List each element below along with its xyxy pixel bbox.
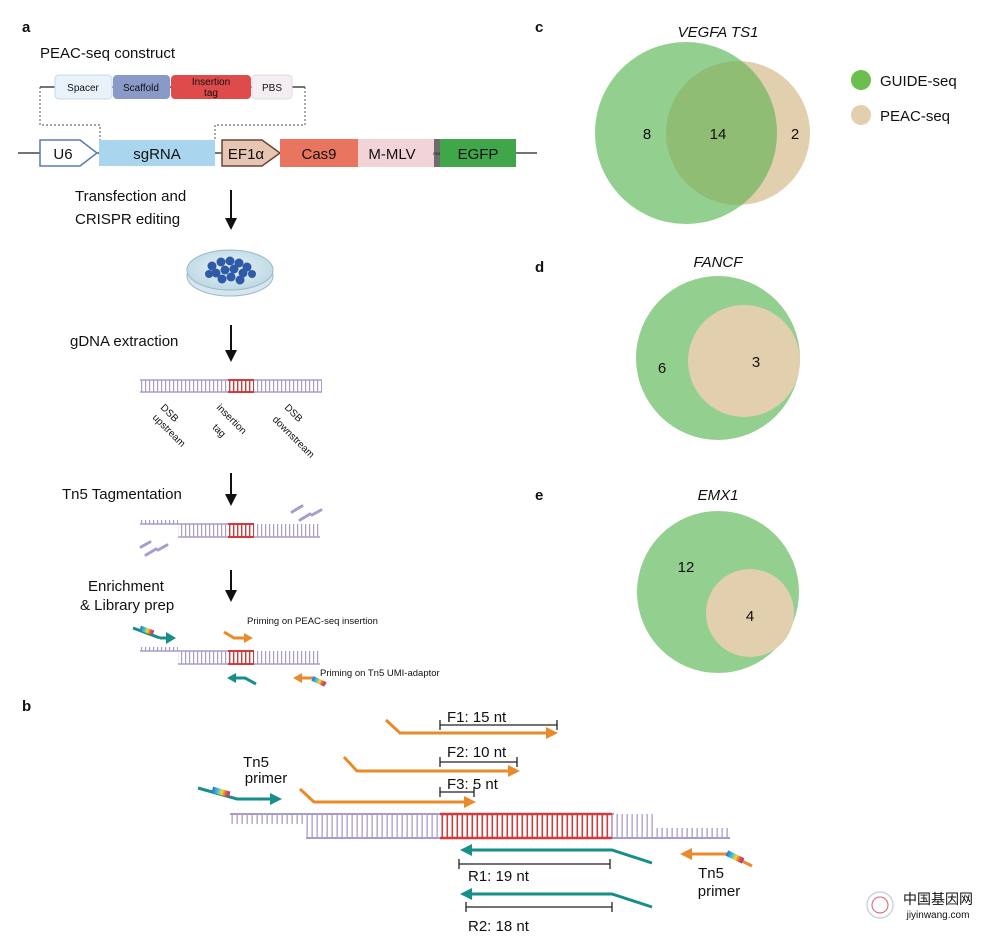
- step-enrich-1: Enrichment: [88, 578, 165, 595]
- u6-label: U6: [53, 146, 72, 163]
- watermark: 中国基因网 jiyinwang.com: [866, 891, 973, 921]
- insertion-label-2: tag: [204, 88, 218, 99]
- r1-label: R1: 19 nt: [468, 868, 530, 885]
- mmlv-label: M-MLV: [368, 146, 415, 163]
- panel-label-b: b: [22, 698, 31, 715]
- dna-region-labels: DSB upstream insertion tag DSB downstrea…: [150, 402, 316, 460]
- step-gdna: gDNA extraction: [70, 333, 178, 350]
- venn-vegfa-guide-only: 8: [643, 126, 651, 143]
- egfp-block: [440, 139, 516, 167]
- dsb-down-2: downstream: [270, 414, 316, 460]
- tagmented-dna: [139, 504, 323, 557]
- tn5-left-1: Tn5: [243, 754, 269, 771]
- venn-vegfa-overlap: 14: [710, 126, 727, 143]
- mmlv-block: [358, 139, 434, 167]
- legend: GUIDE-seq PEAC-seq: [851, 70, 957, 125]
- tn5-right-2: primer: [698, 883, 741, 900]
- step-tn5: Tn5 Tagmentation: [62, 486, 182, 503]
- legend-label-guide: GUIDE-seq: [880, 73, 957, 90]
- watermark-logo-icon: [866, 891, 894, 919]
- f1-label: F1: 15 nt: [447, 709, 507, 726]
- venn-emx1-guide-only: 12: [678, 559, 695, 576]
- u6-promoter-arrow: [39, 139, 99, 167]
- venn-fancf: FANCF 6 3: [636, 254, 800, 440]
- pbs-label: PBS: [262, 83, 282, 94]
- r2-label: R2: 18 nt: [468, 918, 530, 935]
- down-arrow-icon: [225, 570, 237, 602]
- sgrna-label: sgRNA: [133, 146, 181, 163]
- legend-label-peac: PEAC-seq: [880, 108, 950, 125]
- down-arrow-icon: [225, 473, 237, 506]
- panel-label-e: e: [535, 487, 543, 504]
- egfp-label: EGFP: [458, 146, 499, 163]
- panel-label-d: d: [535, 259, 544, 276]
- venn-title-vegfa: VEGFA TS1: [678, 24, 759, 41]
- legend-swatch-peac: [851, 105, 871, 125]
- p2a-linker: [434, 139, 440, 167]
- down-arrow-icon: [225, 325, 237, 362]
- ef1a-promoter-arrow: [221, 139, 282, 167]
- spacer-label: Spacer: [67, 83, 99, 94]
- spacer-block: [54, 74, 113, 100]
- p2a-label: P2A: [433, 151, 441, 156]
- insertion-label-1: Insertion: [192, 77, 230, 88]
- venn-fancf-guide-only: 6: [658, 360, 666, 377]
- priming-peac-label: Priming on PEAC-seq insertion: [247, 616, 378, 627]
- watermark-brand: 中国基因网: [903, 891, 973, 907]
- panel-label-a: a: [22, 19, 31, 36]
- panel-label-c: c: [535, 19, 543, 36]
- sgrna-block: [99, 140, 215, 166]
- ef1a-label: EF1α: [228, 146, 265, 163]
- venn-title-emx1: EMX1: [698, 487, 739, 504]
- step-transfection-1: Transfection and: [75, 188, 186, 205]
- venn-title-fancf: FANCF: [694, 254, 744, 271]
- panel-b-diagram: F1: 15 nt F2: 10 nt F3: 5 nt Tn5 primer: [197, 709, 753, 935]
- priming-tn5-label: Priming on Tn5 UMI-adaptor: [320, 668, 440, 679]
- scaffold-block: [113, 75, 170, 99]
- venn-fancf-overlap: 3: [752, 354, 760, 371]
- pbs-block: [251, 74, 293, 100]
- vector-construct: U6 sgRNA EF1α Cas9 M-MLV P2A EGFP: [18, 139, 537, 167]
- cas9-block: [280, 139, 358, 167]
- cas9-label: Cas9: [301, 146, 336, 163]
- tn5-left-2: primer: [245, 770, 288, 787]
- venn-vegfa: VEGFA TS1 8 14 2: [595, 24, 810, 224]
- pegrna-construct: Spacer Scaffold Insertion tag PBS: [39, 74, 306, 140]
- down-arrow-icon: [225, 190, 237, 230]
- step-enrich-2: & Library prep: [80, 597, 174, 614]
- tn5-right-1: Tn5: [698, 865, 724, 882]
- library-prep-diagram: [132, 625, 327, 687]
- petri-dish-icon: [186, 249, 274, 297]
- watermark-url: jiyinwang.com: [906, 910, 970, 921]
- scaffold-label: Scaffold: [123, 83, 159, 94]
- step-transfection-2: CRISPR editing: [75, 211, 180, 228]
- venn-emx1: EMX1 12 4: [637, 487, 799, 673]
- venn-vegfa-peac-only: 2: [791, 126, 799, 143]
- construct-title: PEAC-seq construct: [40, 45, 176, 62]
- legend-swatch-guide: [851, 70, 871, 90]
- f3-label: F3: 5 nt: [447, 776, 499, 793]
- insertion-tag-block: [171, 75, 251, 99]
- f2-label: F2: 10 nt: [447, 744, 507, 761]
- gdna-duplex: [140, 379, 322, 393]
- ins-2: tag: [210, 422, 228, 440]
- venn-emx1-overlap: 4: [746, 608, 754, 625]
